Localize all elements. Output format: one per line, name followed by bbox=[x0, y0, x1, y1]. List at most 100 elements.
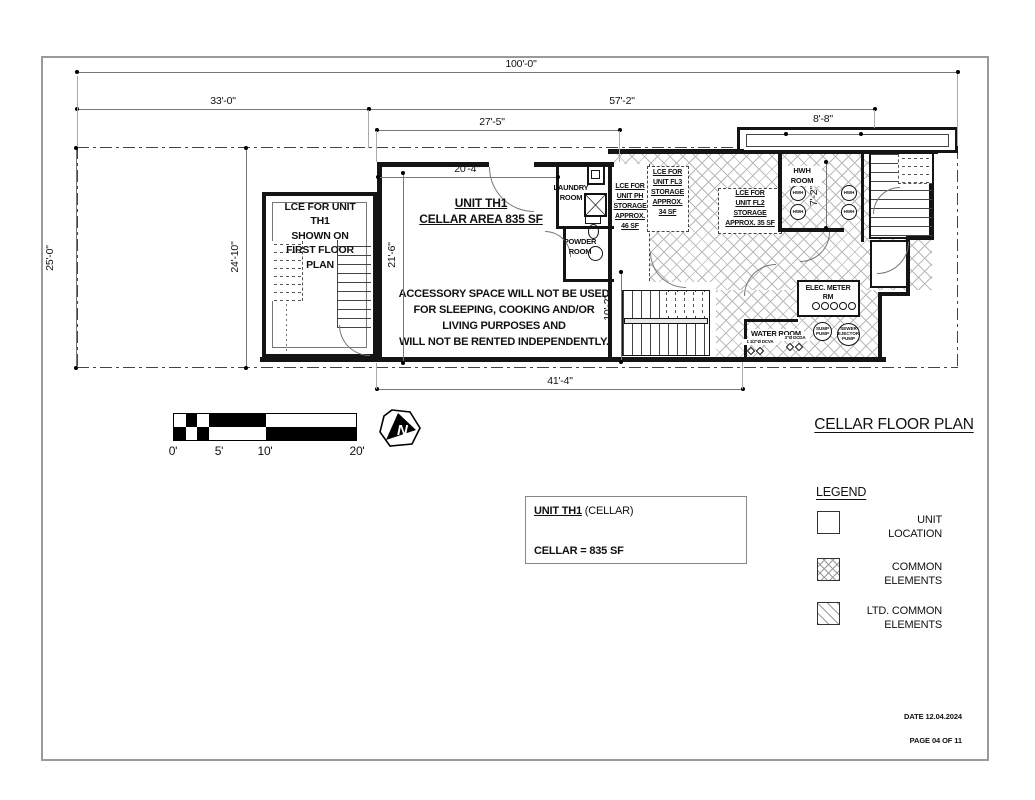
toilet-bowl bbox=[588, 224, 599, 239]
wall bbox=[878, 292, 910, 296]
dimension-line bbox=[75, 70, 960, 74]
laundry-sink bbox=[587, 165, 605, 185]
property-line-bottom bbox=[77, 367, 958, 368]
legend-swatch-ltd-common bbox=[817, 602, 840, 625]
lce-stair-centerline bbox=[286, 303, 287, 351]
wall bbox=[906, 238, 910, 296]
extension-line bbox=[957, 74, 958, 146]
wall bbox=[260, 357, 886, 362]
laundry-sink-basin bbox=[591, 170, 600, 179]
dimension-line bbox=[375, 128, 622, 132]
wall bbox=[744, 319, 798, 322]
elec-meter-label: ELEC. METER RM bbox=[805, 285, 851, 302]
scale-tick-label: 5' bbox=[214, 444, 224, 458]
sheet-border bbox=[41, 56, 989, 761]
legend-label-ltd-common: LTD. COMMON ELEMENTS bbox=[866, 605, 942, 632]
dimension-label: 33'-0" bbox=[210, 95, 236, 107]
unit-info-area: CELLAR = 835 SF bbox=[534, 545, 624, 557]
north-letter: N bbox=[397, 422, 409, 439]
powder-sink bbox=[588, 246, 603, 261]
sewer-ejector-pump: SEWER EJECTOR PUMP bbox=[837, 323, 860, 346]
dimension-line bbox=[74, 146, 78, 370]
wall bbox=[377, 162, 382, 362]
hwh-tank: HWH bbox=[841, 204, 857, 220]
legend-label-unit-location: UNIT LOCATION bbox=[888, 514, 942, 541]
stair-landing-rail bbox=[624, 318, 708, 324]
dimension-label: 20'-4" bbox=[454, 163, 480, 175]
legend-heading: LEGEND bbox=[816, 485, 867, 499]
storage-ph-room bbox=[612, 164, 650, 296]
wall bbox=[861, 150, 864, 242]
extension-line bbox=[77, 76, 78, 146]
accessory-note: ACCESSORY SPACE WILL NOT BE USED FOR SLE… bbox=[398, 288, 610, 348]
storage-fl3-label: LCE FOR UNIT FL3 STORAGE APPROX. 34 SF bbox=[650, 169, 685, 216]
wall bbox=[534, 162, 614, 167]
unit-info-box: UNIT TH1 (CELLAR) CELLAR = 835 SF bbox=[525, 496, 747, 564]
areaway-inner bbox=[746, 134, 949, 147]
dimension-label: 21'-6" bbox=[386, 242, 398, 268]
unit-info-title: UNIT TH1 (CELLAR) bbox=[534, 505, 633, 517]
legend-swatch-common bbox=[817, 558, 840, 581]
meter-icon bbox=[812, 302, 820, 310]
laundry-room-label: LAUNDRY ROOM bbox=[553, 183, 589, 202]
hwh-room-label: HWH ROOM bbox=[782, 166, 822, 186]
dimension-label: 7'-2" bbox=[808, 186, 820, 206]
wall bbox=[878, 294, 882, 362]
lce-stair-dashed bbox=[271, 241, 303, 301]
property-line-left bbox=[77, 147, 78, 368]
dimension-label: 41'-4" bbox=[547, 375, 573, 387]
meter-icon bbox=[848, 302, 856, 310]
scale-tick-label: 20' bbox=[349, 444, 365, 458]
property-line-right bbox=[957, 147, 958, 368]
lce-stair-treads bbox=[337, 240, 371, 328]
wall bbox=[563, 279, 614, 282]
hwh-tank: HWH bbox=[790, 185, 806, 201]
dimension-label: 57'-2" bbox=[609, 95, 635, 107]
dimension-label: 25'-0" bbox=[44, 245, 56, 271]
wall bbox=[608, 162, 612, 362]
dimension-line bbox=[244, 146, 248, 370]
wall bbox=[906, 236, 934, 240]
scale-tick-label: 10' bbox=[257, 444, 273, 458]
dcda-label: 3"Ø DCDA bbox=[780, 335, 810, 341]
storage-fl3-room bbox=[647, 166, 689, 232]
meter-icon bbox=[830, 302, 838, 310]
extension-line bbox=[874, 110, 875, 128]
page-title: CELLAR FLOOR PLAN bbox=[814, 416, 974, 433]
legend-label-common: COMMON ELEMENTS bbox=[884, 561, 942, 588]
drawing-title-wrap: CELLAR FLOOR PLAN bbox=[814, 416, 974, 434]
dimension-label: 10'-2" bbox=[602, 295, 614, 321]
powder-room-label: POWDER ROOM bbox=[563, 237, 597, 256]
meter-icon bbox=[821, 302, 829, 310]
dimension-line bbox=[784, 132, 863, 136]
dcva-label: 1 1/2"Ø DCVA bbox=[742, 339, 778, 345]
dimension-line bbox=[375, 387, 745, 391]
date-label: DATE 12.04.2024 bbox=[904, 712, 962, 721]
extension-line bbox=[368, 110, 369, 148]
wall bbox=[778, 228, 844, 232]
legend: LEGEND bbox=[816, 483, 866, 501]
dimension-line bbox=[619, 270, 623, 364]
dimension-label: 100'-0" bbox=[505, 58, 537, 70]
dimension-line bbox=[376, 175, 560, 179]
north-arrow: N bbox=[378, 408, 422, 450]
legend-swatch-unit-location bbox=[817, 511, 840, 534]
central-stair-dashed bbox=[666, 292, 708, 316]
elec-meter-room bbox=[797, 280, 860, 317]
extension-line bbox=[376, 131, 377, 162]
dimension-line bbox=[401, 171, 405, 365]
dimension-label: 24'-10" bbox=[229, 241, 241, 273]
wall bbox=[556, 226, 614, 229]
sump-pump: SUMP PUMP bbox=[813, 322, 832, 341]
wall bbox=[778, 152, 782, 232]
dimension-label: 8'-8" bbox=[783, 113, 863, 125]
wall bbox=[556, 162, 559, 228]
meter-icon bbox=[839, 302, 847, 310]
water-room-label: WATER ROOM bbox=[748, 329, 804, 339]
lce-th1-label: LCE FOR UNIT TH1 SHOWN ON FIRST FLOOR PL… bbox=[284, 201, 356, 271]
unit-info-name: UNIT TH1 bbox=[534, 505, 582, 517]
extension-line bbox=[619, 131, 620, 162]
page-number-label: PAGE 04 OF 11 bbox=[909, 736, 962, 745]
wall bbox=[377, 162, 489, 167]
